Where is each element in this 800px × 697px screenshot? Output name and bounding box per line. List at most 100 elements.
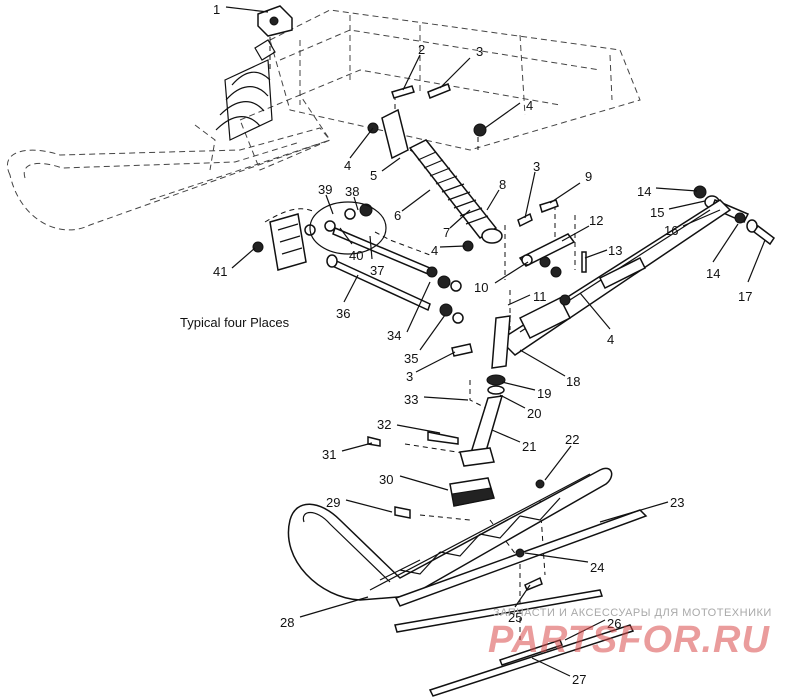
- callout-number-3: 3: [476, 44, 483, 59]
- callout-leader-7: [449, 209, 471, 229]
- callout-number-4: 4: [344, 158, 351, 173]
- callout-leader-40: [339, 227, 353, 245]
- callout-number-38: 38: [345, 184, 359, 199]
- callout-number-39: 39: [318, 182, 332, 197]
- callout-leader-14: [655, 187, 698, 192]
- callout-number-40: 40: [349, 248, 363, 263]
- callout-leader-5: [381, 157, 401, 172]
- callout-leader-29: [345, 499, 393, 513]
- callout-leader-32: [396, 424, 441, 434]
- callout-number-1: 1: [213, 2, 220, 17]
- chassis-outline: [239, 9, 641, 171]
- callout-leader-16: [682, 209, 721, 227]
- callout-leader-4: [439, 245, 466, 248]
- callout-number-22: 22: [565, 432, 579, 447]
- callout-number-21: 21: [522, 439, 536, 454]
- callout-number-16: 16: [664, 223, 678, 238]
- callout-number-28: 28: [280, 615, 294, 630]
- callout-leader-17: [747, 239, 766, 283]
- callout-number-29: 29: [326, 495, 340, 510]
- callout-leader-19: [501, 381, 536, 391]
- callout-number-30: 30: [379, 472, 393, 487]
- callout-leader-33: [423, 396, 469, 401]
- callout-leader-20: [499, 394, 526, 409]
- callout-number-24: 24: [590, 560, 604, 575]
- callout-leader-27: [531, 657, 571, 677]
- callout-number-34: 34: [387, 328, 401, 343]
- top-mount-bracket: [257, 5, 293, 37]
- callout-leader-2: [402, 54, 421, 91]
- callout-number-31: 31: [322, 447, 336, 462]
- callout-leader-4: [484, 102, 521, 129]
- callout-leader-38: [353, 196, 359, 211]
- callout-leader-18: [519, 349, 566, 377]
- callout-number-20: 20: [527, 406, 541, 421]
- watermark-tagline: ЗАПЧАСТИ И АКСЕССУАРЫ ДЛЯ МОТОТЕХНИКИ: [493, 607, 772, 619]
- callout-number-15: 15: [650, 205, 664, 220]
- ski: [287, 467, 648, 697]
- callout-number-3: 3: [533, 159, 540, 174]
- callout-leader-31: [341, 442, 373, 452]
- callout-leader-6: [401, 189, 431, 212]
- spindle-arm: [498, 199, 732, 356]
- callout-number-26: 26: [607, 616, 621, 631]
- callout-leader-11: [507, 294, 531, 306]
- callout-number-27: 27: [572, 672, 586, 687]
- callout-number-13: 13: [608, 243, 622, 258]
- callout-number-11: 11: [533, 289, 547, 304]
- callout-leader-1: [225, 6, 269, 13]
- callout-number-7: 7: [443, 225, 450, 240]
- callout-number-19: 19: [537, 386, 551, 401]
- callout-number-12: 12: [589, 213, 603, 228]
- callout-leader-23: [599, 501, 669, 523]
- callout-number-2: 2: [418, 42, 425, 57]
- callout-leader-8: [486, 189, 500, 211]
- callout-leader-30: [399, 475, 449, 491]
- ski-saddle: [449, 477, 495, 507]
- typical-four-places-caption: Typical four Places: [180, 315, 290, 330]
- callout-number-5: 5: [370, 168, 377, 183]
- callout-number-8: 8: [499, 177, 506, 192]
- callout-leader-28: [299, 596, 369, 618]
- callout-leader-25: [514, 584, 531, 608]
- callout-leader-34: [406, 281, 431, 333]
- callout-number-25: 25: [508, 610, 522, 625]
- callout-number-35: 35: [404, 351, 418, 366]
- callout-number-4: 4: [526, 98, 533, 113]
- callout-number-41: 41: [213, 264, 227, 279]
- callout-number-36: 36: [336, 306, 350, 321]
- callout-number-18: 18: [566, 374, 580, 389]
- callout-leader-4: [349, 127, 374, 159]
- callout-leader-3: [415, 351, 456, 373]
- callout-leader-9: [549, 182, 581, 204]
- callout-leader-12: [561, 225, 590, 242]
- callout-leader-10: [494, 261, 529, 284]
- callout-leader-36: [343, 274, 359, 303]
- shock-absorber: [381, 108, 503, 244]
- callout-number-4: 4: [607, 332, 614, 347]
- callout-number-4: 4: [431, 243, 438, 258]
- callout-number-33: 33: [404, 392, 418, 407]
- radius-rods: [269, 201, 464, 324]
- callout-number-32: 32: [377, 417, 391, 432]
- callout-number-14: 14: [706, 266, 720, 281]
- callout-leader-22: [544, 445, 572, 481]
- callout-number-10: 10: [474, 280, 488, 295]
- callout-number-6: 6: [394, 208, 401, 223]
- callout-number-23: 23: [670, 495, 684, 510]
- callout-leader-37: [369, 235, 373, 260]
- callout-number-14: 14: [637, 184, 651, 199]
- left-spring-assembly: [215, 39, 276, 141]
- callout-number-17: 17: [738, 289, 752, 304]
- callout-leader-13: [584, 249, 608, 259]
- callout-leader-26: [564, 619, 606, 641]
- callout-number-3: 3: [406, 369, 413, 384]
- callout-leader-39: [325, 194, 334, 215]
- fastener-hardware: [252, 83, 559, 519]
- callout-leader-14: [712, 223, 739, 263]
- left-ski-outline: [7, 124, 331, 231]
- watermark-logo: PARTSFOR.RU: [488, 619, 770, 661]
